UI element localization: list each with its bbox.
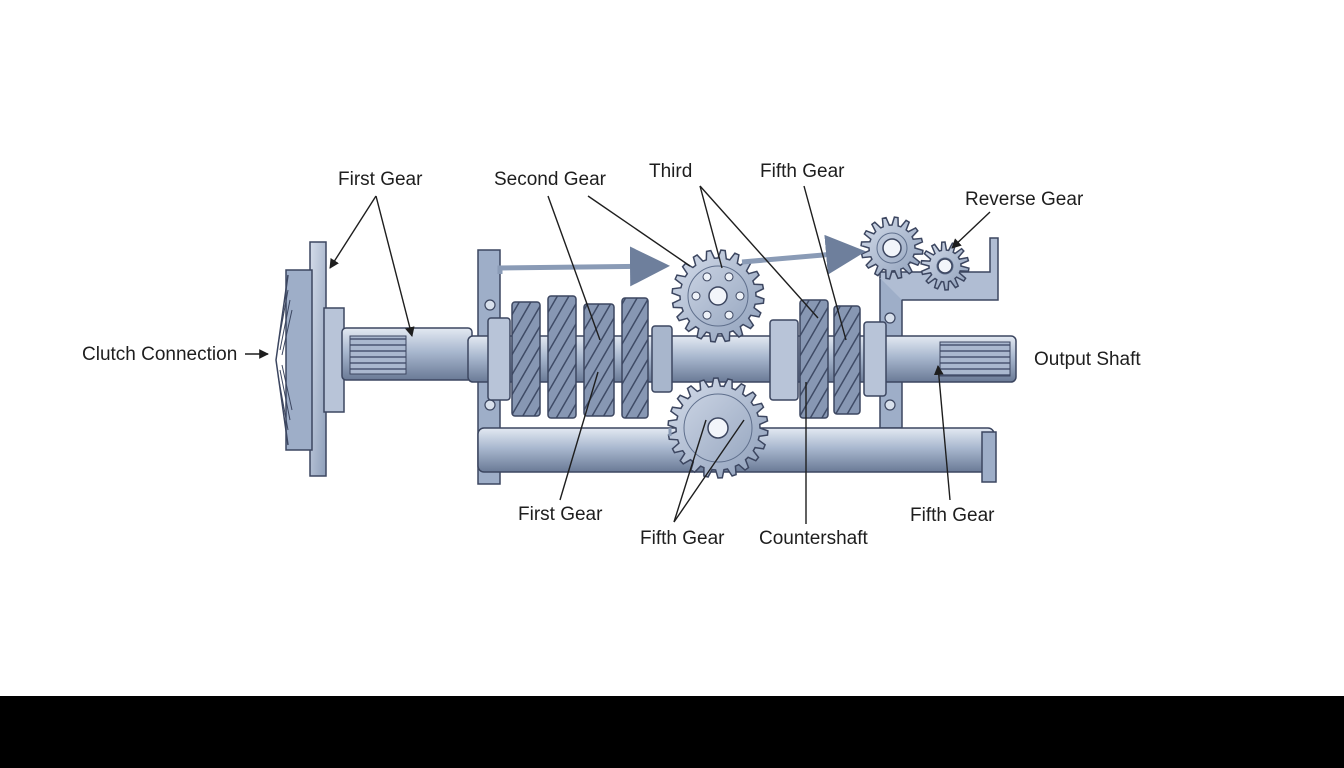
reverse-idler-gear-large xyxy=(860,216,924,280)
label-fifth-gear-bottom-mid: Fifth Gear xyxy=(640,528,725,549)
transmission-diagram: Clutch Connection First Gear Second Gear… xyxy=(82,161,1141,549)
label-reverse-gear: Reverse Gear xyxy=(965,189,1084,210)
leader-lines xyxy=(245,185,991,524)
flow-arrows xyxy=(497,234,866,436)
label-first-gear-top: First Gear xyxy=(338,169,423,190)
clutch-flange xyxy=(275,241,345,477)
label-countershaft: Countershaft xyxy=(759,528,868,549)
reverse-idler-gear-small xyxy=(920,241,970,291)
bottom-black-bar xyxy=(0,696,1344,768)
label-output-shaft: Output Shaft xyxy=(1034,349,1141,370)
input-shaft xyxy=(341,327,473,381)
diagram-drawing xyxy=(245,185,1017,524)
helical-gears xyxy=(511,295,861,419)
spur-gears xyxy=(667,216,970,479)
spur-gear-countershaft xyxy=(667,377,769,479)
label-fifth-gear-top: Fifth Gear xyxy=(760,161,845,182)
label-fifth-gear-bottom-right: Fifth Gear xyxy=(910,505,995,526)
label-clutch-connection: Clutch Connection xyxy=(82,344,238,365)
spur-gear-upper xyxy=(671,249,765,343)
label-second-gear: Second Gear xyxy=(494,169,606,190)
label-third: Third xyxy=(649,161,693,182)
label-first-gear-bottom: First Gear xyxy=(518,504,603,525)
